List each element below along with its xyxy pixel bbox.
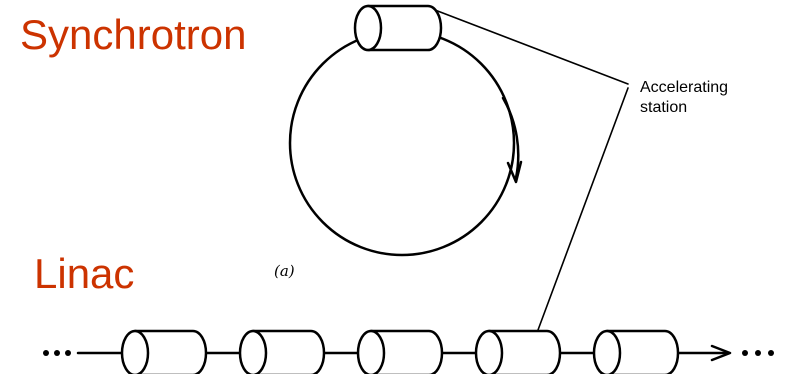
subfigure-label: (a): [274, 262, 295, 280]
accelerating-station-label: Accelerating station: [640, 78, 728, 118]
cavity-end: [592, 329, 622, 377]
ellipsis-right-dot: [755, 350, 761, 356]
accelerating-station-line1: Accelerating: [640, 79, 729, 96]
cavity-end: [120, 329, 150, 377]
ellipsis-right-dot: [742, 350, 748, 356]
accelerating-station-line2: station: [640, 99, 688, 116]
linac-cavity: [356, 329, 444, 377]
leader-line-linac: [537, 87, 629, 331]
rotation-arrow: [501, 96, 520, 180]
linac-cavity: [238, 329, 326, 377]
cavity-end: [474, 329, 504, 377]
rotation-arrowhead: [506, 160, 523, 184]
cavity-end: [356, 329, 386, 377]
leader-line-synchrotron: [434, 9, 629, 85]
beam-arrowhead: [710, 344, 732, 362]
linac-cavity: [120, 329, 208, 377]
linac-cavity: [474, 329, 562, 377]
synchrotron-ring: [288, 29, 516, 257]
cavity-end: [238, 329, 268, 377]
linac-beamline: [43, 329, 774, 377]
synchrotron-title: Synchrotron: [20, 11, 247, 58]
linac-cavity: [592, 329, 680, 377]
ellipsis-left-dot: [54, 350, 60, 356]
ellipsis-left-dot: [43, 350, 49, 356]
ellipsis-left-dot: [65, 350, 71, 356]
synchrotron-cavity: [353, 4, 443, 52]
linac-title: Linac: [34, 250, 135, 297]
ellipsis-right-dot: [768, 350, 774, 356]
